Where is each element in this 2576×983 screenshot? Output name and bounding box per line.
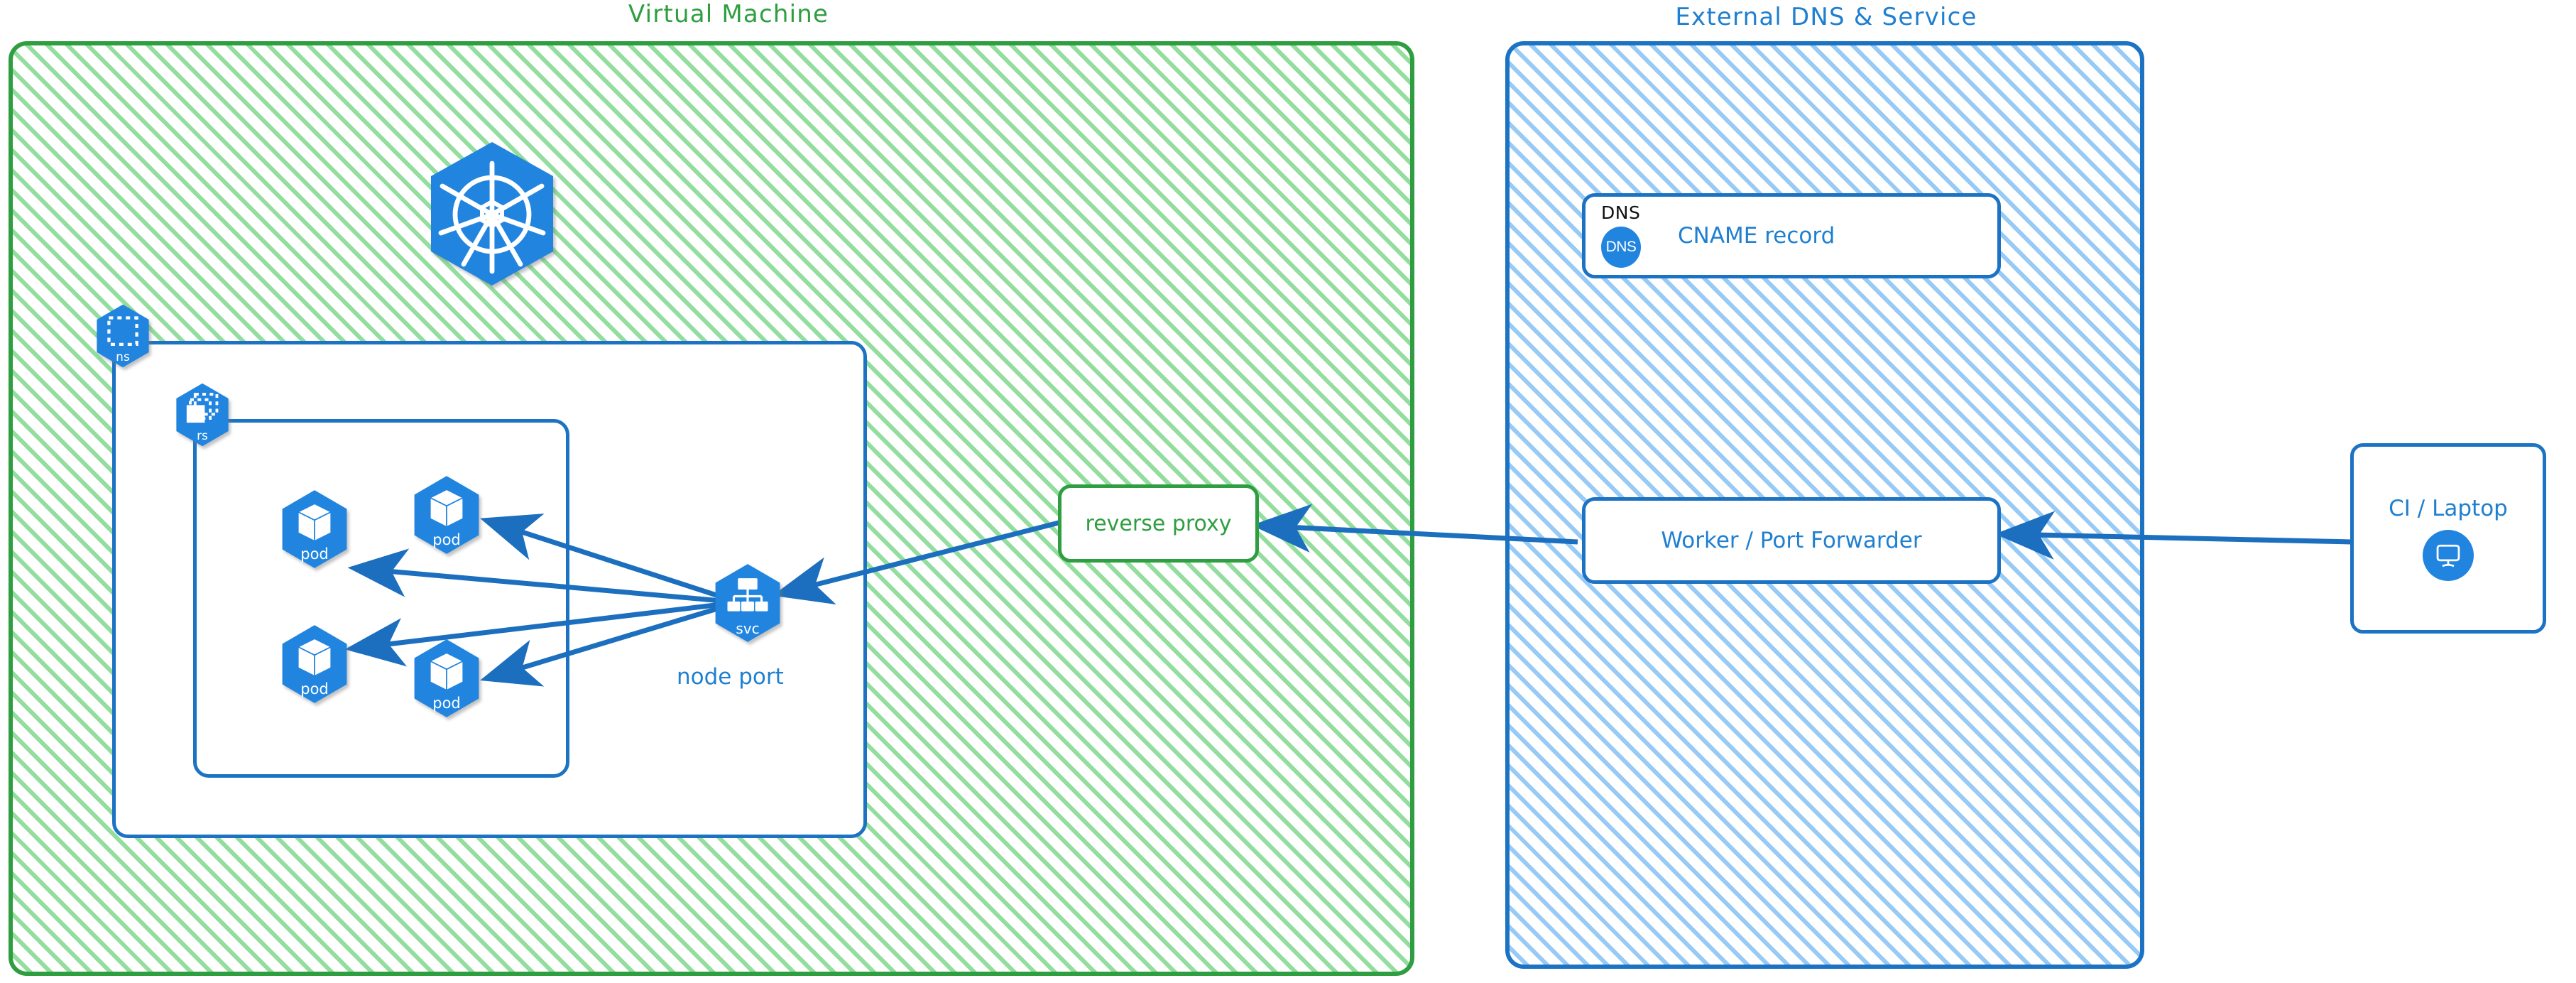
reverse-proxy-label: reverse proxy	[1085, 511, 1232, 536]
cname-record-label: CNAME record	[1678, 223, 1835, 249]
panel-title-virtual-machine: Virtual Machine	[628, 0, 829, 28]
reverse-proxy-box[interactable]: reverse proxy	[1058, 484, 1259, 563]
dns-badge-icon: DNS	[1601, 227, 1641, 268]
monitor-icon	[2423, 530, 2474, 581]
worker-port-forwarder-box[interactable]: Worker / Port Forwarder	[1582, 497, 2001, 584]
worker-port-forwarder-label: Worker / Port Forwarder	[1661, 528, 1922, 553]
dns-tag-label: DNS	[1601, 202, 1641, 223]
kubernetes-logo	[421, 139, 563, 288]
service-icon: svc	[710, 563, 785, 643]
ci-laptop-box[interactable]: CI / Laptop	[2350, 443, 2546, 634]
pod-icon-2: pod	[409, 474, 484, 555]
pod-icon-3: pod	[277, 624, 352, 705]
panel-title-external-dns-service: External DNS & Service	[1675, 3, 1977, 31]
pod-icon-4: pod	[409, 638, 484, 719]
node-port-label: node port	[677, 664, 784, 690]
namespace-icon: ns	[92, 303, 153, 369]
replicaset-container	[193, 419, 569, 778]
dns-record-card[interactable]: DNS DNS CNAME record	[1582, 193, 2001, 278]
pod-icon-1: pod	[277, 489, 352, 570]
replicaset-icon: rs	[172, 382, 233, 447]
ci-laptop-label: CI / Laptop	[2389, 496, 2508, 521]
